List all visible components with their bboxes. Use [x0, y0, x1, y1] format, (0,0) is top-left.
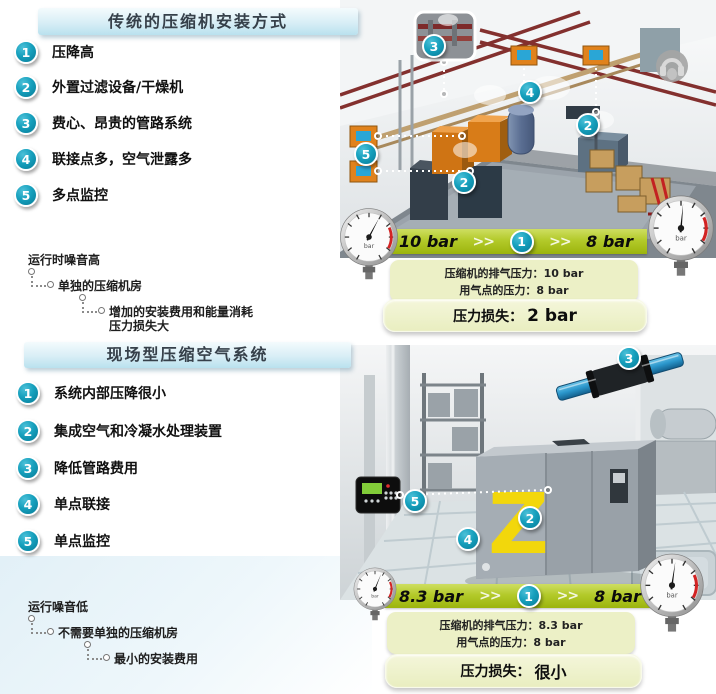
list-item-label: 外置过滤设备/干燥机 [52, 80, 184, 96]
callout-controller: 5 [403, 489, 427, 513]
list-item-label: 单点监控 [54, 534, 110, 550]
list-item: 4 联接点多，空气泄露多 [14, 147, 192, 171]
pressure-gauge: bar [353, 567, 397, 621]
list-item: 1 压降高 [14, 40, 94, 64]
monitoring-panels [349, 45, 610, 183]
list-item-label: 降低管路费用 [54, 461, 138, 477]
list-item-label: 压降高 [52, 45, 94, 61]
list-item-label: 单点联接 [54, 497, 110, 513]
note-grandchild: 增加的安装费用和能量消耗 [109, 305, 254, 319]
number-badge-2: 2 [16, 419, 40, 443]
onsite-system-illustration: Z [340, 345, 716, 600]
flow-arrow-icon: >> [472, 233, 495, 250]
tree-connector [31, 623, 46, 634]
number-badge-3: 3 [14, 111, 38, 135]
pressure-loss-box: 压力损失： 2 bar [383, 299, 647, 332]
number-badge-4: 4 [16, 492, 40, 516]
number-badge-1: 1 [14, 40, 38, 64]
flow-from: 8.3 bar [399, 586, 464, 606]
compressor-package: Z [465, 439, 665, 592]
list-item: 3 费心、昂贵的管路系统 [14, 111, 192, 135]
number-badge-5: 5 [16, 529, 40, 553]
flow-arrow-icon: >> [549, 233, 571, 250]
note-child: 不需要单独的压缩机房 [58, 626, 179, 640]
number-badge-3: 3 [16, 456, 40, 480]
list-item-label: 集成空气和冷凝水处理装置 [54, 424, 222, 440]
list-item: 3 降低管路费用 [16, 456, 138, 480]
note-grandchild: 压力损失大 [109, 319, 170, 333]
tree-node-dot [84, 641, 91, 648]
info-line: 用气点的压力：8 bar [456, 636, 566, 649]
callout-pressure-drop: 1 [509, 229, 534, 254]
section-title-traditional: 传统的压缩机安装方式 [38, 8, 358, 35]
tree-node-dot [79, 294, 86, 301]
pressure-gauge: bar [340, 208, 398, 280]
tree-node-dot [98, 307, 105, 314]
callout-filter: 2 [576, 113, 600, 137]
pressure-gauge: bar [640, 553, 704, 632]
flow-from: 10 bar [399, 232, 457, 251]
flow-to: 8 bar [586, 232, 633, 251]
wooden-crates [585, 149, 671, 213]
list-item-label: 系统内部压降很小 [54, 386, 166, 402]
pressure-loss-box: 压力损失： 很小 [385, 654, 642, 688]
list-item: 1 系统内部压降很小 [16, 381, 166, 405]
callout-compressors: 2 [452, 170, 476, 194]
list-item: 4 单点联接 [16, 492, 110, 516]
info-line: 压缩机的排气压力：10 bar [444, 267, 584, 280]
tree-node-dot [103, 654, 110, 661]
pressure-gauge: bar [648, 195, 714, 276]
pressure-flow-bar: 10 bar >> 1 >> 8 bar [385, 229, 647, 254]
section-title-onsite: 现场型压缩空气系统 [24, 342, 351, 368]
flow-arrow-icon: >> [479, 588, 501, 604]
tree-connector [31, 276, 46, 287]
callout-monitoring: 5 [354, 142, 378, 166]
remote-controller [355, 476, 401, 514]
flow-to: 8 bar [594, 586, 641, 606]
number-badge-5: 5 [14, 183, 38, 207]
list-item: 2 集成空气和冷凝水处理装置 [16, 419, 222, 443]
number-badge-2: 2 [14, 75, 38, 99]
tree-connector [87, 649, 102, 660]
list-item: 2 外置过滤设备/干燥机 [14, 75, 183, 99]
list-item: 5 多点监控 [14, 183, 108, 207]
number-badge-1: 1 [16, 381, 40, 405]
tree-node-dot [28, 268, 35, 275]
note-root: 运行时噪音高 [28, 253, 101, 267]
callout-piping: 3 [422, 34, 446, 58]
svg-text:bar: bar [666, 592, 677, 600]
svg-text:bar: bar [371, 593, 379, 599]
list-item: 5 单点监控 [16, 529, 110, 553]
callout-pipe: 3 [617, 346, 641, 370]
tree-connector [82, 302, 97, 313]
info-line: 用气点的压力：8 bar [459, 284, 569, 297]
pressure-info-box: 压缩机的排气压力：8.3 bar 用气点的压力：8 bar [387, 612, 635, 654]
ear-protection-icon [656, 50, 688, 82]
svg-text:bar: bar [364, 243, 375, 250]
pressure-info-box: 压缩机的排气压力：10 bar 用气点的压力：8 bar [390, 260, 638, 302]
list-item-label: 费心、昂贵的管路系统 [52, 116, 192, 132]
tree-node-dot [28, 615, 35, 622]
tree-node-dot [47, 281, 54, 288]
info-line: 压缩机的排气压力：8.3 bar [439, 619, 583, 632]
flow-arrow-icon: >> [556, 588, 579, 604]
number-badge-4: 4 [14, 147, 38, 171]
callout-compressor: 2 [518, 506, 542, 530]
tree-node-dot [47, 628, 54, 635]
note-root: 运行噪音低 [28, 600, 89, 614]
background-wash [0, 556, 372, 694]
pressure-flow-bar: 8.3 bar >> 1 >> 8 bar [385, 584, 655, 608]
list-item-label: 多点监控 [52, 188, 108, 204]
callout-pressure-drop: 1 [516, 584, 541, 608]
callout-treatment: 4 [456, 527, 480, 551]
note-grandchild: 最小的安装费用 [114, 652, 199, 666]
svg-text:bar: bar [675, 235, 687, 243]
list-item-label: 联接点多，空气泄露多 [52, 152, 192, 168]
note-child: 单独的压缩机房 [58, 279, 143, 293]
callout-tank: 4 [518, 80, 542, 104]
